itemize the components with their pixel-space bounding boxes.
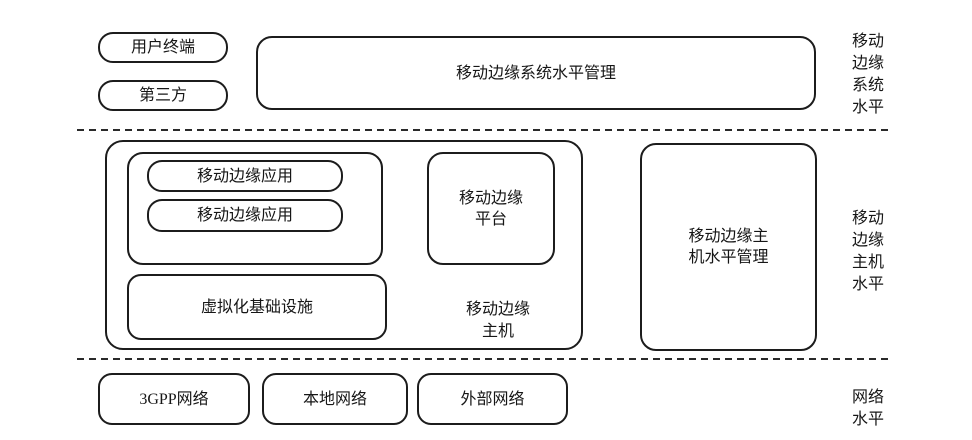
- third-party-box: 第三方: [98, 80, 228, 111]
- user-terminal-box: 用户终端: [98, 32, 228, 63]
- virtualization-infrastructure-box: 虚拟化基础设施: [127, 274, 387, 340]
- divider-host-network: [77, 358, 893, 360]
- divider-system-host: [77, 129, 893, 131]
- host-level-label: 移动 边缘 主机 水平: [851, 210, 884, 293]
- system-level-management-box: 移动边缘系统水平管理: [256, 36, 816, 110]
- host-level-management-box: 移动边缘主 机水平管理: [640, 143, 817, 351]
- mobile-edge-platform-box: 移动边缘 平台: [427, 152, 555, 265]
- network-level-label: 网络 水平: [851, 389, 884, 428]
- mobile-edge-host-caption: 移动边缘 主机: [465, 301, 530, 340]
- mobile-edge-app-box-2: 移动边缘应用: [147, 199, 343, 232]
- network-external-box: 外部网络: [417, 373, 568, 425]
- mobile-edge-app-box-1: 移动边缘应用: [147, 160, 343, 192]
- network-3gpp-box: 3GPP网络: [98, 373, 250, 425]
- network-local-box: 本地网络: [262, 373, 408, 425]
- system-level-label: 移动 边缘 系统 水平: [851, 33, 884, 116]
